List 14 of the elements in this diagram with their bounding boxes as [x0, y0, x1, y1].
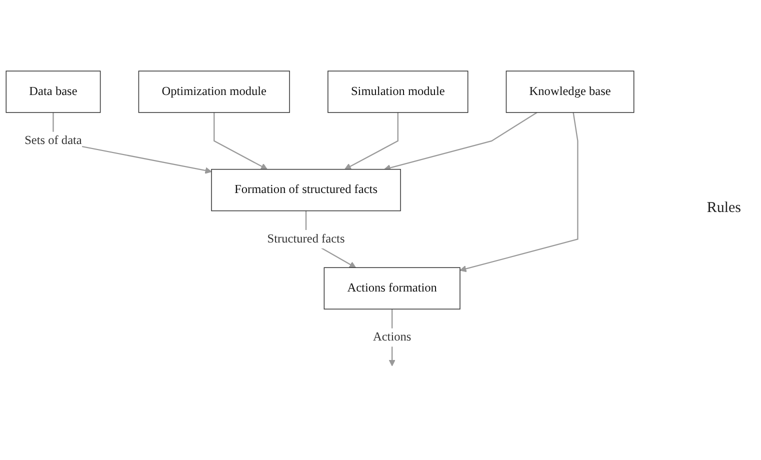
node-box: Actions formation — [324, 267, 460, 310]
node-box: Optimization module — [138, 70, 290, 113]
node-box: Knowledge base — [506, 70, 634, 113]
arrow — [214, 112, 268, 170]
node-box: Data base — [6, 70, 101, 113]
node-box: Simulation module — [328, 70, 468, 113]
arrow — [344, 112, 398, 170]
edge-label: Sets of data — [24, 134, 82, 148]
edge-label: Structured facts — [267, 232, 345, 246]
edge-label: Actions — [372, 330, 412, 344]
arrow — [460, 112, 578, 272]
node-box: Formation of structured facts — [211, 168, 401, 212]
note-text: Rules — [706, 200, 741, 217]
arrow — [384, 112, 538, 172]
